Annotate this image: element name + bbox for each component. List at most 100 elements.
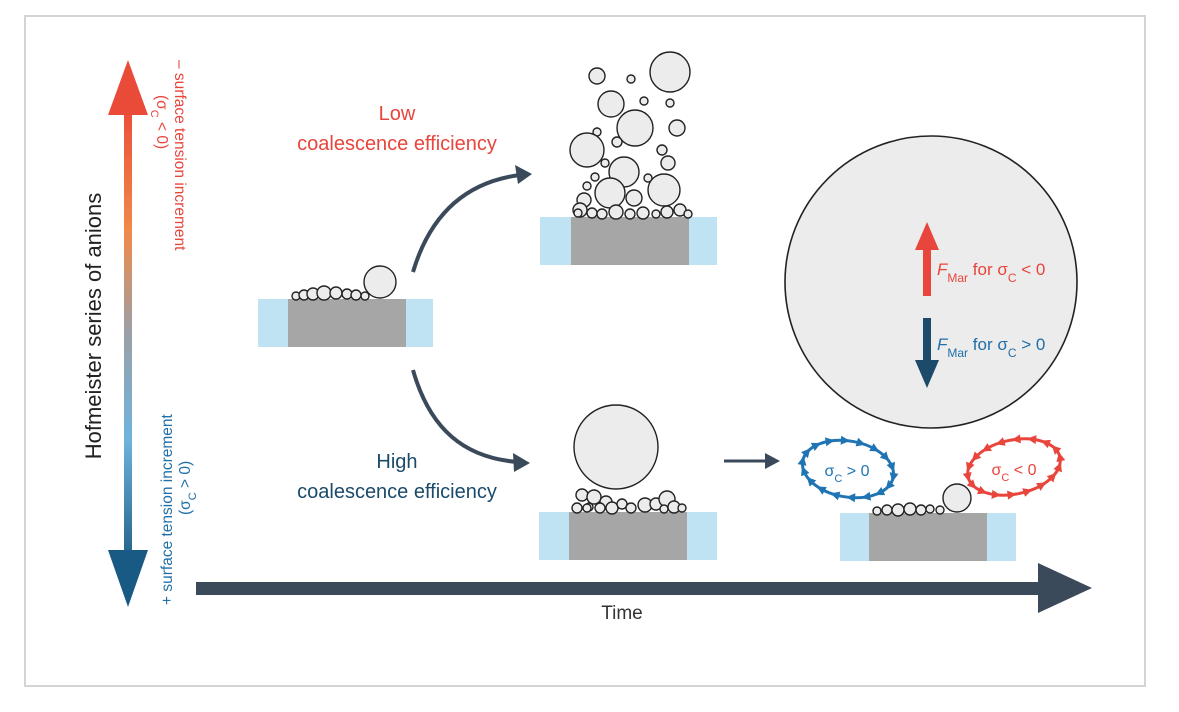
flow-arrowhead	[806, 477, 817, 487]
force-down-label: FMar for σC > 0	[937, 335, 1045, 360]
low-label-line1: Low	[379, 103, 416, 125]
flow-arrowhead	[861, 491, 872, 501]
time-arrow	[196, 563, 1092, 613]
flow-arrowhead	[1027, 435, 1037, 445]
arrow-to-high-head	[513, 453, 530, 472]
flow-arrowhead	[1036, 482, 1047, 491]
axis-bottom-label-group: + surface tension increment (σC > 0)	[159, 413, 199, 605]
bubble	[651, 209, 661, 219]
bubble	[360, 291, 370, 301]
bubble	[656, 144, 668, 156]
low-label-line2: coalescence efficiency	[297, 133, 497, 155]
bubble	[659, 504, 669, 514]
bubble	[625, 189, 643, 207]
flow-arrowhead	[1011, 434, 1021, 444]
high-label-line2: coalescence efficiency	[297, 481, 497, 503]
flow-arrowhead	[801, 448, 811, 459]
bubble	[600, 158, 610, 168]
force-up-arrow	[915, 222, 939, 296]
bubble	[891, 503, 905, 517]
time-label: Time	[601, 603, 643, 624]
substrate-low	[540, 217, 717, 265]
flow-arrowhead	[991, 489, 1001, 499]
low-coalescence-label: Low coalescence efficiency	[297, 103, 497, 155]
flow-red-label: σC < 0	[992, 462, 1037, 484]
hofmeister-arrowhead-up	[108, 60, 148, 115]
bubble	[588, 67, 606, 85]
bubble	[594, 177, 626, 209]
bubbles-final	[872, 483, 972, 517]
bubble	[586, 207, 598, 219]
bubble	[683, 209, 693, 219]
bubble	[597, 90, 625, 118]
flow-arrowhead	[855, 437, 866, 447]
flow-arrowhead	[1007, 490, 1017, 500]
bubble	[582, 181, 592, 191]
flow-arrowhead	[885, 479, 895, 490]
marangoni-flow-blue	[797, 435, 899, 503]
bubble	[329, 286, 343, 300]
flow-arrowhead	[1056, 452, 1066, 463]
bubbles-initial	[291, 265, 397, 301]
flow-arrowhead	[995, 437, 1006, 446]
flow-arrowhead	[816, 486, 827, 495]
flow-arrowhead	[869, 443, 880, 452]
bubble	[942, 483, 972, 513]
arrow-to-low-head	[515, 165, 532, 184]
bubble	[573, 208, 583, 218]
axis-top-sub: (σC < 0)	[148, 95, 170, 149]
bubble	[925, 504, 935, 514]
flow-arrowhead	[889, 472, 899, 482]
flow-arrowhead	[1022, 488, 1033, 497]
bubble	[626, 74, 636, 84]
substrate-final	[840, 513, 1016, 561]
bubble	[649, 51, 691, 93]
bubbles-high	[571, 404, 687, 515]
axis-bottom-sub: (σC > 0)	[177, 461, 199, 515]
flow-arrowhead	[879, 451, 890, 461]
axis-top-label-group: – surface tension increment (σC < 0)	[148, 60, 188, 251]
bubble	[582, 503, 592, 513]
bubble	[571, 502, 583, 514]
flow-arrowhead	[966, 461, 975, 472]
flow-arrowhead	[1040, 439, 1052, 449]
flow-arrowhead	[962, 471, 972, 482]
bubble	[586, 489, 602, 505]
flow-arrowhead	[1051, 445, 1062, 455]
hofmeister-arrowhead-down	[108, 550, 148, 607]
bubble	[625, 502, 637, 514]
bubble	[903, 502, 917, 516]
high-label-line1: High	[376, 451, 417, 473]
flow-arrowhead	[966, 479, 977, 489]
flow-arrowhead	[824, 437, 835, 447]
axis-top-label: – surface tension increment	[171, 60, 188, 251]
bubble	[611, 136, 623, 148]
bubble	[677, 503, 687, 513]
flow-arrowhead	[981, 443, 992, 452]
flow-arrowhead	[810, 442, 821, 451]
bubble	[935, 505, 945, 515]
flow-arrowhead	[846, 493, 856, 503]
bubble	[594, 502, 606, 514]
flow-blue-label: σC > 0	[825, 463, 870, 485]
flow-arrowhead	[976, 485, 988, 495]
arrow-to-low	[411, 173, 521, 273]
flow-arrowhead	[971, 451, 982, 462]
bubble	[590, 172, 600, 182]
force-up-label: FMar for σC < 0	[937, 260, 1045, 285]
force-down-arrow	[915, 318, 939, 388]
arrow-to-final-head	[765, 453, 780, 469]
bubble	[668, 119, 686, 137]
bubble	[350, 289, 362, 301]
bubble	[881, 504, 893, 516]
bubble	[569, 132, 605, 168]
high-coalescence-label: High coalescence efficiency	[297, 451, 497, 503]
axis-bottom-label: + surface tension increment	[159, 413, 176, 605]
flow-arrowhead	[1046, 472, 1057, 483]
bubble	[575, 488, 589, 502]
bubble	[639, 96, 649, 106]
flow-arrowhead	[875, 487, 886, 496]
bubble	[915, 504, 927, 516]
bubble	[596, 208, 608, 220]
